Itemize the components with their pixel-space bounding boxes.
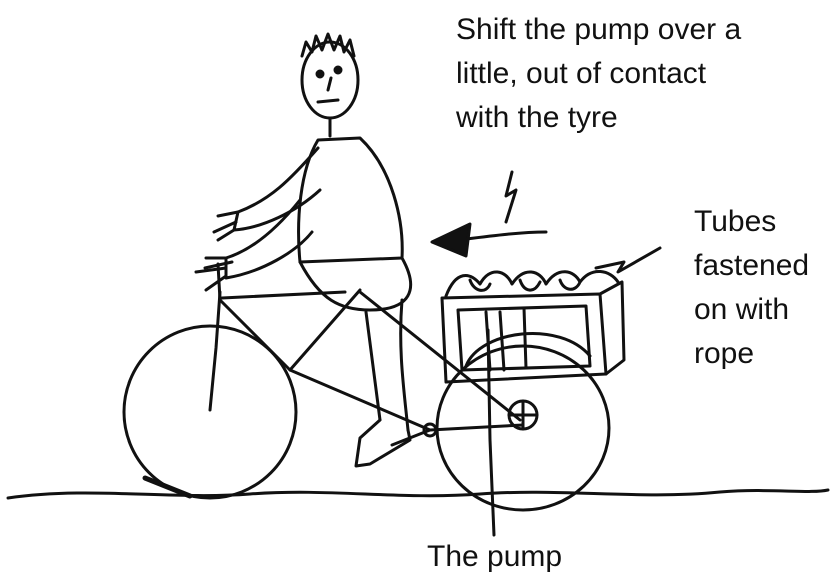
rider-arm-upper <box>234 148 320 230</box>
rider-shoe <box>356 420 410 466</box>
pump-label: The pump <box>427 535 562 579</box>
shift-pump-label: Shift the pump over a little, out of con… <box>456 8 741 140</box>
rider-thigh <box>300 258 411 310</box>
shift-pump-line-1: Shift the pump over a <box>456 8 741 52</box>
bike-chain-stay <box>430 425 523 430</box>
shift-pump-line-2: little, out of contact <box>456 52 741 96</box>
rider-nose <box>328 78 331 90</box>
bike-down-tube <box>220 300 430 430</box>
shift-arrow-line <box>458 232 546 240</box>
shift-zigzag <box>506 172 516 222</box>
rider-torso <box>299 138 403 262</box>
ground-line <box>8 490 828 498</box>
tube-box-window-divider <box>524 308 526 368</box>
tubes-line-4: rope <box>694 332 809 376</box>
tubes-line-1: Tubes <box>694 200 809 244</box>
rider-eye-left <box>317 71 323 77</box>
rider-eye-right <box>335 67 341 73</box>
rider-mouth <box>318 100 338 102</box>
shift-arrow-head <box>432 224 470 256</box>
bike-fork <box>210 292 220 410</box>
tube-bundle-details <box>470 280 580 290</box>
bike-seat-stay <box>360 292 520 420</box>
bike-seat-tube <box>290 290 360 370</box>
tubes-label: Tubes fastened on with rope <box>694 200 809 376</box>
tubes-line-2: fastened <box>694 244 809 288</box>
tubes-pointer <box>596 248 660 272</box>
tubes-line-3: on with <box>694 288 809 332</box>
shift-pump-line-3: with the tyre <box>456 96 741 140</box>
